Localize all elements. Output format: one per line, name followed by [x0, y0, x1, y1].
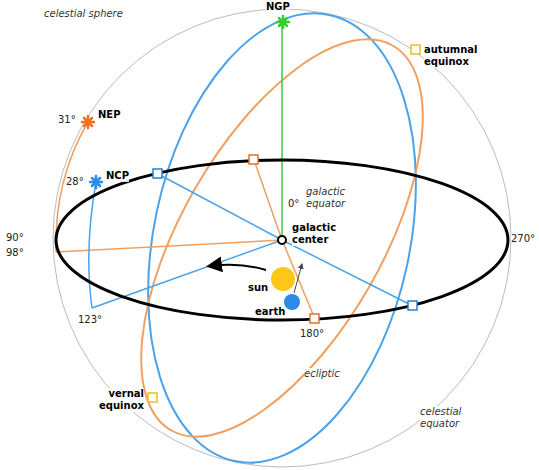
equator-node-line [282, 240, 413, 306]
angle-label: 28° [66, 176, 84, 188]
body-label: earth [255, 306, 285, 318]
pole-stars [82, 16, 289, 188]
equator-node [153, 169, 162, 178]
angle-label: 270° [511, 233, 535, 245]
angle-label: 98° [6, 247, 24, 259]
ecliptic [84, 0, 479, 470]
plane-label: celestial equator [420, 406, 476, 430]
pole-label: NEP [98, 109, 121, 121]
nep-arc [56, 122, 88, 252]
equinox-label: vernal equinox [84, 388, 144, 412]
equator-node [408, 301, 417, 310]
pole-label: NGP [266, 1, 290, 13]
ngp-axis [281, 22, 283, 240]
ecliptic-node [249, 155, 258, 164]
body-label: sun [248, 282, 268, 294]
sun-motion-arrow [210, 265, 266, 270]
plane-label: galactic equator [306, 186, 354, 210]
pole-label: NCP [106, 170, 129, 182]
equinox-label: autumnal equinox [424, 44, 486, 68]
angle-label: 90° [6, 232, 24, 244]
angle-label: 31° [58, 114, 76, 126]
equator-node-line [158, 174, 282, 240]
earth-direction-arrow [294, 264, 302, 293]
ncp-arc [89, 182, 96, 308]
celestial-sphere [53, 9, 511, 467]
equinox-marker [148, 393, 157, 402]
sun-disc [271, 267, 295, 291]
celestial-equator [109, 0, 454, 470]
angle-label: 123° [78, 314, 102, 326]
plane-label: ecliptic [304, 368, 340, 380]
equinox-marker [411, 45, 420, 54]
earth-disc [284, 294, 300, 310]
angle-label: 180° [300, 328, 324, 340]
angle-label: 0° [288, 198, 299, 210]
sphere-label: celestial sphere [44, 8, 123, 20]
galactic-plane [56, 160, 508, 320]
ncp-line [92, 240, 282, 308]
center-label: galactic center [292, 222, 342, 246]
galactic-center-dot [278, 236, 286, 244]
ecliptic-node [310, 314, 319, 323]
